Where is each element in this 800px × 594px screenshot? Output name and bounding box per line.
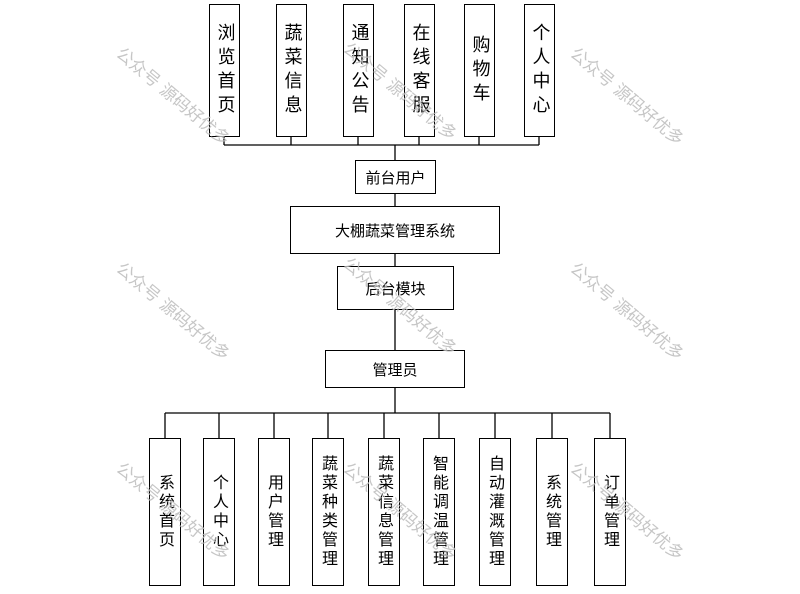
backend-module-box: 后台模块 (337, 266, 454, 310)
module-vegetable-info: 蔬菜信息 (276, 4, 307, 137)
module-cart: 购物车 (464, 4, 495, 137)
module-vegetable-info-management: 蔬菜信息管理 (368, 438, 400, 586)
module-system-management: 系统管理 (536, 438, 568, 586)
module-personal-center-front: 个人中心 (524, 4, 555, 137)
module-order-management: 订单管理 (594, 438, 626, 586)
module-personal-center-admin: 个人中心 (203, 438, 235, 586)
module-browse-home: 浏览首页 (209, 4, 240, 137)
module-irrigation-management: 自动灌溉管理 (479, 438, 511, 586)
module-temperature-management: 智能调温管理 (423, 438, 455, 586)
module-user-management: 用户管理 (258, 438, 290, 586)
admin-box: 管理员 (325, 350, 465, 388)
frontend-user-box: 前台用户 (355, 160, 436, 194)
module-system-home: 系统首页 (149, 438, 181, 586)
module-notice: 通知公告 (343, 4, 374, 137)
module-online-service: 在线客服 (404, 4, 435, 137)
system-box: 大棚蔬菜管理系统 (290, 206, 500, 254)
module-vegetable-type-management: 蔬菜种类管理 (312, 438, 344, 586)
